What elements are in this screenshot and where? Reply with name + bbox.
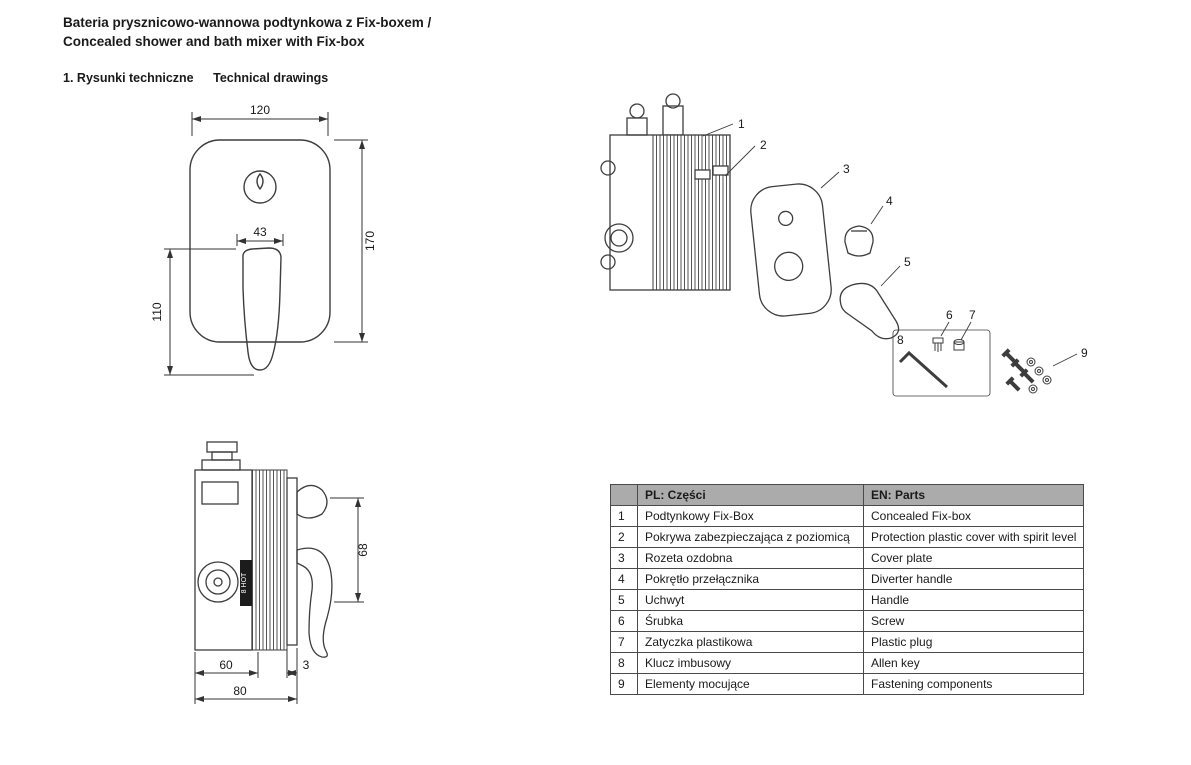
wall-section-shape xyxy=(251,469,288,651)
dim-label-80: 80 xyxy=(233,684,247,698)
table-row: 8 Klucz imbusowy Allen key xyxy=(610,652,1085,674)
fix-box-shape xyxy=(600,93,731,291)
plastic-plug-shape xyxy=(953,339,965,351)
part-name-en: Allen key xyxy=(862,652,1085,674)
small-parts-group xyxy=(892,329,991,397)
side-lever-shape xyxy=(296,547,333,658)
part-name-en: Diverter handle xyxy=(862,568,1085,590)
part-number: 6 xyxy=(610,610,638,632)
part-name-pl: Rozeta ozdobna xyxy=(637,547,864,569)
table-row: 1 Podtynkowy Fix-Box Concealed Fix-box xyxy=(610,505,1085,527)
part-name-en: Handle xyxy=(862,589,1085,611)
screw-shape xyxy=(932,337,944,352)
part-name-pl: Klucz imbusowy xyxy=(637,652,864,674)
callout-4: 4 xyxy=(886,194,893,208)
callout-2: 2 xyxy=(760,138,767,152)
part-number: 9 xyxy=(610,673,638,695)
exploded-view-drawing: 1 2 3 4 5 6 7 8 9 xyxy=(600,93,1088,397)
table-row: 7 Zatyczka plastikowa Plastic plug xyxy=(610,631,1085,653)
allen-key-shape xyxy=(898,350,949,389)
part-number: 7 xyxy=(610,631,638,653)
parts-header-en: EN: Parts xyxy=(862,484,1085,506)
front-dimension-lines xyxy=(164,112,368,376)
table-row: 2 Pokrywa zabezpieczająca z poziomicą Pr… xyxy=(610,526,1085,548)
section-heading: 1. Rysunki techniczne Technical drawings xyxy=(63,71,328,85)
callout-8: 8 xyxy=(897,333,904,347)
handle-shape xyxy=(242,247,282,371)
cover-plate-shape xyxy=(189,139,331,343)
part-name-en: Protection plastic cover with spirit lev… xyxy=(862,526,1085,548)
dim-label-3: 3 xyxy=(303,658,310,672)
part-number: 4 xyxy=(610,568,638,590)
callout-leaders xyxy=(702,123,1078,367)
diverter-knob-shape xyxy=(243,170,277,204)
diverter-notch-shape xyxy=(256,172,264,191)
callout-5: 5 xyxy=(904,255,911,269)
side-knob-shape xyxy=(296,484,328,519)
dim-label-60: 60 xyxy=(219,658,233,672)
diverter-handle-shape xyxy=(844,225,874,257)
part-name-en: Plastic plug xyxy=(862,631,1085,653)
table-row: 6 Śrubka Screw xyxy=(610,610,1085,632)
parts-header-pl: PL: Części xyxy=(637,484,864,506)
parts-table-header-row: PL: Części EN: Parts xyxy=(610,484,1085,506)
front-dimension-labels: 120 43 170 110 xyxy=(150,103,377,322)
callout-numbers: 1 2 3 4 5 6 7 8 9 xyxy=(738,117,1088,360)
part-name-pl: Pokrywa zabezpieczająca z poziomicą xyxy=(637,526,864,548)
part-name-pl: Uchwyt xyxy=(637,589,864,611)
document-title: Bateria prysznicowo-wannowa podtynkowa z… xyxy=(63,13,431,51)
front-view-drawing: 120 43 170 110 xyxy=(150,103,377,376)
front-plate-outline xyxy=(189,139,331,371)
side-body-shape xyxy=(194,441,333,658)
part-number: 2 xyxy=(610,526,638,548)
part-name-en: Concealed Fix-box xyxy=(862,505,1085,527)
parts-header-number xyxy=(610,484,638,506)
part-name-pl: Pokrętło przełącznika xyxy=(637,568,864,590)
section-title-pl: Rysunki techniczne xyxy=(76,71,194,85)
part-number: 5 xyxy=(610,589,638,611)
cover-plate-exploded-shape xyxy=(750,183,832,317)
part-name-pl: Zatyczka plastikowa xyxy=(637,631,864,653)
part-number: 1 xyxy=(610,505,638,527)
side-dimension-labels: 68 60 3 80 xyxy=(219,543,370,698)
document-title-en: Concealed shower and bath mixer with Fix… xyxy=(63,34,365,49)
part-name-en: Cover plate xyxy=(862,547,1085,569)
hot-label: 8 HOT xyxy=(241,572,248,593)
callout-6: 6 xyxy=(946,308,953,322)
callout-7: 7 xyxy=(969,308,976,322)
spirit-level-shape-2 xyxy=(712,165,729,176)
callout-3: 3 xyxy=(843,162,850,176)
section-title-en: Technical drawings xyxy=(213,71,329,85)
dim-label-120: 120 xyxy=(250,103,270,117)
handle-exploded-shape xyxy=(839,282,900,340)
dim-label-110: 110 xyxy=(150,302,164,321)
table-row: 5 Uchwyt Handle xyxy=(610,589,1085,611)
spirit-level-shape xyxy=(694,169,711,180)
hot-marking: 8 HOT xyxy=(240,560,252,606)
part-name-pl: Śrubka xyxy=(637,610,864,632)
dim-label-170: 170 xyxy=(363,231,377,251)
side-dimension-lines xyxy=(194,497,364,704)
side-plate-shape xyxy=(286,477,298,646)
table-row: 4 Pokrętło przełącznika Diverter handle xyxy=(610,568,1085,590)
small-parts-frame xyxy=(892,329,991,397)
side-view-drawing: 8 HOT 68 60 3 80 xyxy=(194,441,370,704)
part-name-pl: Elementy mocujące xyxy=(637,673,864,695)
callout-1: 1 xyxy=(738,117,745,131)
part-number: 8 xyxy=(610,652,638,674)
dim-label-68: 68 xyxy=(356,543,370,557)
parts-table: PL: Części EN: Parts 1 Podtynkowy Fix-Bo… xyxy=(610,484,1085,695)
table-row: 9 Elementy mocujące Fastening components xyxy=(610,673,1085,695)
part-name-en: Fastening components xyxy=(862,673,1085,695)
table-row: 3 Rozeta ozdobna Cover plate xyxy=(610,547,1085,569)
section-number: 1. xyxy=(63,71,74,85)
dim-label-43: 43 xyxy=(253,225,267,239)
part-name-en: Screw xyxy=(862,610,1085,632)
part-number: 3 xyxy=(610,547,638,569)
document-title-pl: Bateria prysznicowo-wannowa podtynkowa z… xyxy=(63,15,432,30)
part-name-pl: Podtynkowy Fix-Box xyxy=(637,505,864,527)
fastening-components-shape xyxy=(1001,348,1052,394)
callout-9: 9 xyxy=(1081,346,1088,360)
